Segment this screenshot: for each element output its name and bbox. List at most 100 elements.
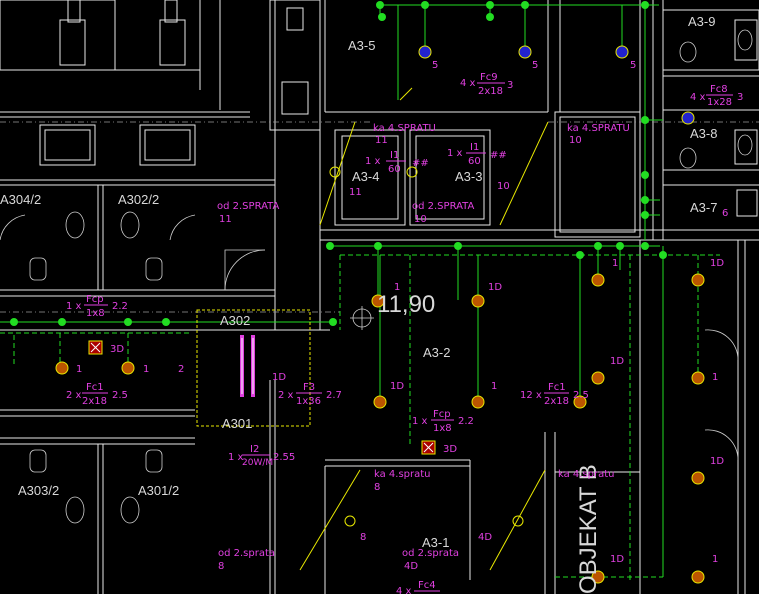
fc1-left-tag: 2.5	[112, 390, 128, 401]
fcp-mid-tag: 2.2	[458, 416, 474, 427]
note-od2-10-num: 10	[414, 214, 427, 225]
circuit-wires	[0, 4, 720, 580]
note-ka4-4d: ka 4.spratu	[558, 469, 615, 480]
room-a3-1: A3-1	[422, 535, 449, 550]
tag-6: 6	[722, 208, 728, 219]
circuit-nodes	[10, 1, 667, 326]
note-ka4-10: ka 4.SPRATU	[567, 123, 630, 134]
building-label: OBJEKAT B	[575, 464, 602, 594]
fc9-count: 4 x	[460, 78, 476, 89]
f3-count: 2 x	[278, 390, 294, 401]
room-a3-9: A3-9	[688, 14, 715, 29]
i1a-tag: ##	[412, 158, 429, 169]
i1a-count: 1 x	[365, 156, 381, 167]
i2-name: I2	[250, 444, 259, 455]
note-od2-11-num: 11	[219, 214, 232, 225]
i1b-size: 60	[468, 156, 481, 167]
circuit-tags: 3D 3D 1D 1D 1D 1D 1D 1D 1D 1 1 1 1 1 1 1…	[76, 60, 728, 565]
tag-11: 11	[349, 187, 362, 198]
i1b-count: 1 x	[447, 148, 463, 159]
fc1-left-count: 2 x	[66, 390, 82, 401]
f3-size: 1x36	[296, 396, 321, 407]
tag-2: 2	[178, 364, 184, 375]
tag-1-d: 1	[491, 381, 497, 392]
tag-1-e: 1	[612, 258, 618, 269]
fc8-name: Fc8	[710, 84, 728, 95]
tag-1d-c: 1D	[390, 381, 404, 392]
tag-1-c: 1	[143, 364, 149, 375]
emergency-lights	[88, 340, 436, 455]
i1a-size: 60	[388, 164, 401, 175]
i2-size: 20W/M	[242, 458, 273, 468]
tag-1d-a: 1D	[272, 372, 286, 383]
note-ka4-10-num: 10	[569, 135, 582, 146]
fc1-mid-count: 12 x	[520, 390, 542, 401]
tag-3d-left: 3D	[110, 344, 124, 355]
room-a3-5: A3-5	[348, 38, 375, 53]
fcp-left-count: 1 x	[66, 301, 82, 312]
fc8-count: 4 x	[690, 92, 706, 103]
note-ka4-8: ka 4.spratu	[374, 469, 431, 480]
room-a3-3: A3-3	[455, 169, 482, 184]
i2-tag: 2.55	[273, 452, 295, 463]
tag-1d-g: 1D	[610, 554, 624, 565]
tag-5-a: 5	[432, 60, 438, 71]
note-ka4-8-num: 8	[374, 482, 380, 493]
tag-1d-b: 1D	[488, 282, 502, 293]
fcp-left-tag: 2.2	[112, 301, 128, 312]
wall-sconces	[329, 166, 524, 527]
tag-8: 8	[360, 532, 366, 543]
room-a302: A302	[220, 313, 250, 328]
fc9-size: 2x18	[478, 86, 503, 97]
fc9-tag: 3	[507, 80, 513, 91]
room-a3-2: A3-2	[423, 345, 450, 360]
i1b-tag: ##	[490, 150, 507, 161]
tag-4d: 4D	[478, 532, 492, 543]
note-od2-8: od 2.sprata	[218, 548, 275, 559]
fc9-name: Fc9	[480, 72, 498, 83]
fcp-mid-count: 1 x	[412, 416, 428, 427]
note-ka4-11-num: 11	[375, 135, 388, 146]
tag-1-b: 1	[76, 364, 82, 375]
fcp-left-size: 1x8	[86, 308, 105, 319]
fc8-size: 1x28	[707, 97, 732, 108]
tag-5-b: 5	[532, 60, 538, 71]
fcp-left-name: Fcp	[86, 294, 104, 305]
tag-1d-e: 1D	[710, 258, 724, 269]
fc1-left-size: 2x18	[82, 396, 107, 407]
note-od2-4d: od 2.sprata	[402, 548, 459, 559]
fc8-tag: 3	[737, 92, 743, 103]
fc1-mid-tag: 2.5	[573, 390, 589, 401]
lamps-blue	[418, 45, 695, 125]
level-mark: 11,90	[377, 291, 435, 318]
tag-1-f: 1	[712, 372, 718, 383]
i2-count: 1 x	[228, 452, 244, 463]
room-a304-2: A304/2	[0, 192, 41, 207]
f3-name: F3	[303, 382, 315, 393]
fc4-name: Fc4	[418, 580, 436, 591]
room-a3-7: A3-7	[690, 200, 717, 215]
tag-5-c: 5	[630, 60, 636, 71]
note-ka4-11: ka 4.SPRATU	[373, 123, 436, 134]
room-a3-4: A3-4	[352, 169, 379, 184]
room-a303-2: A303/2	[18, 483, 59, 498]
room-a3-8: A3-8	[690, 126, 717, 141]
room-a301: A301	[222, 416, 252, 431]
note-od2-10: od 2.SPRATA	[412, 201, 475, 212]
note-od2-11: od 2.SPRATA	[217, 201, 280, 212]
riser-notes: od 2.SPRATA 11 od 2.SPRATA 10 ka 4.SPRAT…	[217, 123, 630, 572]
fcp-mid-size: 1x8	[433, 423, 452, 434]
tag-1d-d: 1D	[610, 356, 624, 367]
fc1-left-name: Fc1	[86, 382, 104, 393]
lamps-orange	[55, 273, 705, 584]
tag-3d-mid: 3D	[443, 444, 457, 455]
fc1-mid-name: Fc1	[548, 382, 566, 393]
tag-1-g: 1	[712, 554, 718, 565]
fcp-mid-name: Fcp	[433, 409, 451, 420]
note-od2-4d-num: 4D	[404, 561, 418, 572]
f3-tag: 2.7	[326, 390, 342, 401]
note-od2-8-num: 8	[218, 561, 224, 572]
